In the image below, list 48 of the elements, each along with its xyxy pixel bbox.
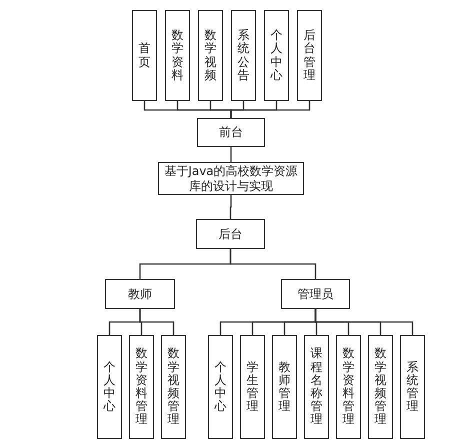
module-label: 课程名称管理 — [310, 347, 322, 427]
module-label: 个人中心 — [214, 360, 226, 414]
connector-line — [230, 147, 232, 162]
module-label: 后台管理 — [304, 29, 316, 82]
module-box — [161, 335, 186, 439]
module-box — [240, 335, 265, 439]
connector-line — [230, 101, 310, 118]
connector-line — [230, 195, 232, 219]
module-label: 个人中心 — [270, 29, 282, 82]
module-label: 前台 — [219, 125, 243, 140]
module-label: 数学资料 — [172, 29, 184, 82]
module-label: 数学资料管理 — [136, 347, 148, 427]
module-box — [231, 10, 256, 101]
module-label: 系统管理 — [406, 360, 418, 414]
module-box — [129, 335, 154, 439]
module-label: 教师 — [128, 286, 152, 302]
module-box — [196, 219, 265, 249]
module-label: 数学视频 — [204, 29, 216, 82]
module-box — [264, 10, 289, 101]
module-box — [336, 335, 361, 439]
module-label: 系统公告 — [238, 29, 250, 82]
module-box — [165, 10, 190, 101]
module-box — [400, 335, 425, 439]
module-box — [297, 10, 322, 101]
module-label: 后台 — [218, 226, 242, 242]
module-box — [272, 335, 297, 439]
module-label: 管理员 — [298, 286, 334, 302]
module-label: 教师管理 — [278, 360, 290, 414]
module-label: 数学视频管理 — [168, 347, 180, 427]
module-box — [197, 118, 265, 147]
module-label: 数学资料管理 — [342, 347, 354, 427]
module-label: 数学视频管理 — [374, 347, 386, 427]
module-box — [368, 335, 393, 439]
module-box — [198, 10, 223, 101]
module-box — [132, 10, 157, 101]
connector-line — [230, 249, 316, 279]
module-box — [281, 279, 350, 309]
module-box — [105, 279, 175, 309]
connector-line — [314, 309, 414, 335]
connector-line — [139, 309, 174, 335]
module-label: 个人中心 — [104, 360, 116, 414]
module-box — [208, 335, 233, 439]
module-label: 基于Java的高校数学资源库的设计与实现 — [163, 164, 299, 194]
module-label: 首页 — [138, 42, 150, 69]
module-box — [158, 162, 304, 195]
module-box — [304, 335, 329, 439]
module-box — [97, 335, 122, 439]
module-label: 学生管理 — [246, 360, 258, 414]
